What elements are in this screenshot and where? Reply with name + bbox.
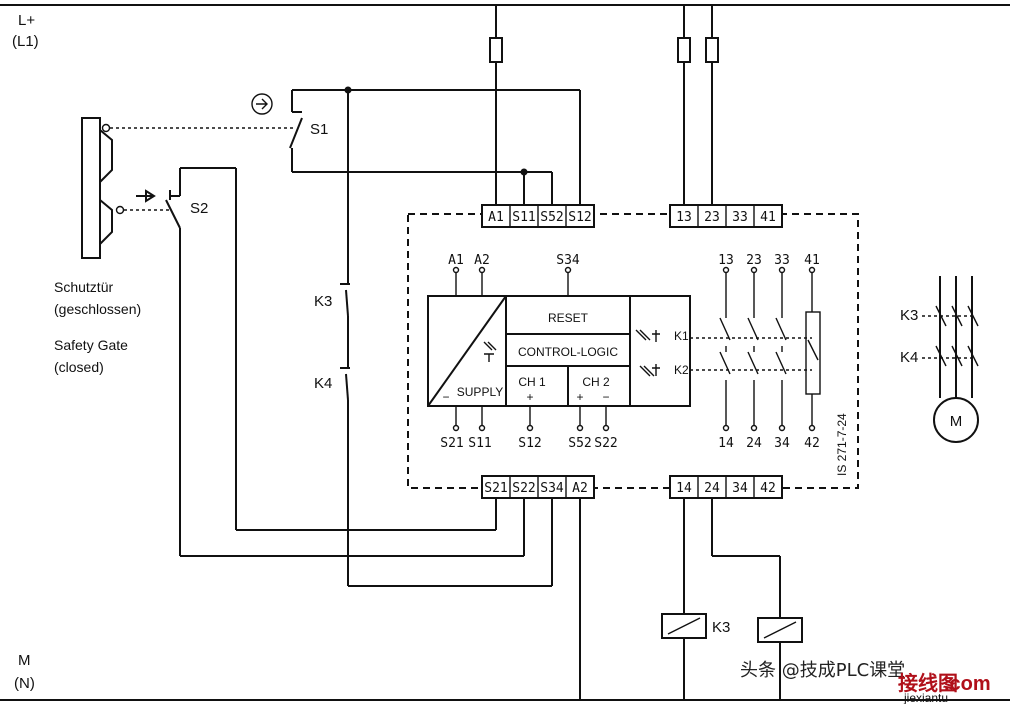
terminal-23-top: 23 [704, 210, 720, 225]
pin-s11: S11 [468, 436, 491, 451]
rail-top-sublabel: (L1) [12, 33, 39, 50]
pin-s22: S22 [594, 436, 617, 451]
s1-label: S1 [310, 121, 328, 138]
terminal-s12-top: S12 [568, 210, 591, 225]
pin-s12: S12 [518, 436, 541, 451]
terminal-strip-top-right [669, 204, 783, 228]
relay-k2-label: K2 [674, 363, 689, 377]
rail-top-label: L+ [18, 12, 35, 29]
control-logic-label: CONTROL-LOGIC [518, 345, 618, 359]
pin-s34: S34 [556, 253, 580, 268]
part-number: IS 271-7-24 [835, 413, 849, 476]
relay-k1-label: K1 [674, 329, 689, 343]
terminal-strip-bottom-right [669, 475, 783, 499]
contact-34: 34 [774, 436, 790, 451]
safety-gate-symbol [81, 117, 296, 259]
svg-text:−: − [602, 390, 609, 404]
coil-k3-label: K3 [712, 619, 730, 636]
terminal-s11-top: S11 [512, 210, 535, 225]
terminal-24-bottom: 24 [704, 481, 720, 496]
fuse-23 [705, 5, 719, 205]
terminal-14-bottom: 14 [676, 481, 692, 496]
contact-24: 24 [746, 436, 762, 451]
s2-label: S2 [190, 200, 208, 217]
motor-k3-label: K3 [900, 307, 918, 324]
fuse-13 [677, 5, 691, 205]
contact-33: 33 [774, 253, 790, 268]
gate-label-de-2: (geschlossen) [54, 301, 141, 317]
supply-label: SUPPLY [457, 385, 503, 399]
watermark-text: 头条 @技成PLC课堂 [740, 660, 905, 681]
terminal-a2-bottom: A2 [572, 481, 588, 496]
contact-42: 42 [804, 436, 820, 451]
terminal-34-bottom: 34 [732, 481, 748, 496]
motor-k4-label: K4 [900, 349, 918, 366]
pin-s52: S52 [568, 436, 591, 451]
relay-module-outline [407, 213, 859, 489]
control-block [427, 295, 691, 407]
feedback-loop-k3-k4 [340, 86, 553, 587]
rail-bottom-sublabel: (N) [14, 675, 35, 692]
gate-label-en-2: (closed) [54, 359, 104, 375]
terminal-s52-top: S52 [540, 210, 563, 225]
svg-text:−: − [442, 390, 449, 404]
watermark-url: jiexiantu [903, 691, 948, 704]
ch1-label: CH 1 [518, 375, 546, 389]
module-top-pins [452, 266, 572, 296]
fuse-a1 [489, 5, 503, 205]
contact-23: 23 [746, 253, 762, 268]
terminal-strip-bottom-left [481, 475, 595, 499]
terminal-33-top: 33 [732, 210, 748, 225]
terminal-strip-top-left [481, 204, 595, 228]
output-contacts [690, 266, 821, 432]
pin-s21: S21 [440, 436, 463, 451]
reset-block-label: RESET [548, 311, 589, 325]
pin-a2: A2 [474, 253, 490, 268]
rail-bottom-label: M [18, 652, 31, 669]
svg-text:+: + [576, 390, 583, 404]
coil-wiring [661, 498, 803, 700]
terminal-s34-bottom: S34 [540, 481, 564, 496]
k4-contact-label: K4 [314, 375, 332, 392]
contact-13: 13 [718, 253, 734, 268]
terminal-s22-bottom: S22 [512, 481, 535, 496]
terminal-41-top: 41 [760, 210, 776, 225]
watermark-site: 接线图 [898, 671, 958, 695]
contact-14: 14 [718, 436, 734, 451]
gate-label-de-1: Schutztür [54, 279, 113, 295]
gate-label-en-1: Safety Gate [54, 337, 128, 353]
s2-switch [136, 167, 525, 557]
k3-contact-label: K3 [314, 293, 332, 310]
contact-41: 41 [804, 253, 820, 268]
motor-label: M [950, 413, 963, 430]
pin-a1: A1 [448, 253, 464, 268]
motor-circuit [922, 276, 979, 443]
ch2-label: CH 2 [582, 375, 610, 389]
terminal-a1-top: A1 [488, 210, 504, 225]
terminal-s21-bottom: S21 [484, 481, 507, 496]
svg-text:+: + [526, 390, 533, 404]
terminal-42-bottom: 42 [760, 481, 776, 496]
s1-switch [251, 89, 581, 205]
module-bottom-pins [452, 406, 610, 432]
watermark-com: .com [944, 673, 991, 695]
terminal-13-top: 13 [676, 210, 692, 225]
